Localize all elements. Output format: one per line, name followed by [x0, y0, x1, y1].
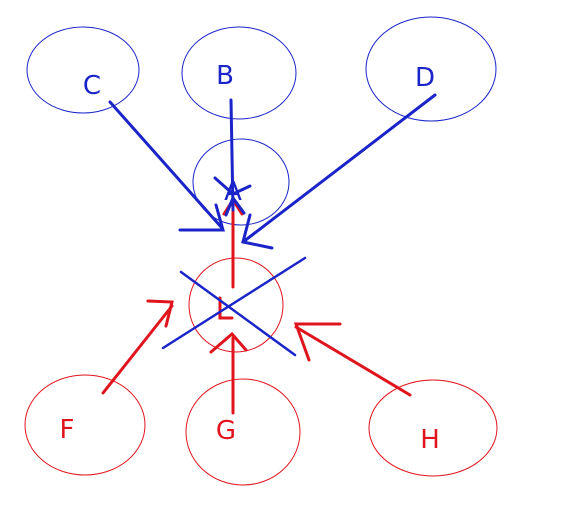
- node-a-label: A: [224, 177, 242, 207]
- cross-line-1: [179, 270, 297, 357]
- e-center-mark: [218, 296, 234, 320]
- node-c-circle: [26, 26, 140, 114]
- node-a-circle: [192, 138, 290, 226]
- node-h-label: H: [420, 425, 440, 455]
- node-d-label: D: [415, 63, 435, 93]
- node-g-label: G: [216, 416, 236, 446]
- edge-h-to-e: [294, 325, 412, 397]
- node-h-circle: [368, 379, 498, 477]
- node-e-circle: [188, 257, 284, 353]
- node-f-label: F: [60, 415, 75, 445]
- edge-c-to-a: [108, 100, 224, 230]
- node-g-circle: [185, 378, 301, 486]
- arrowhead-g-to-e: [209, 331, 248, 354]
- arrowhead-h-to-e: [293, 322, 342, 362]
- arrowhead-c-to-a: [178, 203, 225, 232]
- blue-cross-mark: [161, 256, 307, 357]
- node-b-circle: [181, 26, 297, 120]
- blue-edges: [108, 93, 437, 250]
- arrowhead-b-to-a-2: [224, 194, 246, 217]
- cross-line-2: [161, 256, 307, 350]
- edge-b-to-a: [229, 98, 235, 212]
- node-d-circle: [365, 16, 497, 122]
- edge-f-to-e: [101, 304, 174, 395]
- arrowhead-b-to-a: [213, 176, 252, 196]
- arrowhead-d-to-a: [241, 213, 274, 250]
- arrowhead-f-to-e: [146, 299, 174, 328]
- edge-d-to-a: [241, 93, 437, 244]
- node-b-label: B: [216, 61, 234, 91]
- node-c-label: C: [83, 71, 101, 101]
- node-f-circle: [24, 374, 146, 476]
